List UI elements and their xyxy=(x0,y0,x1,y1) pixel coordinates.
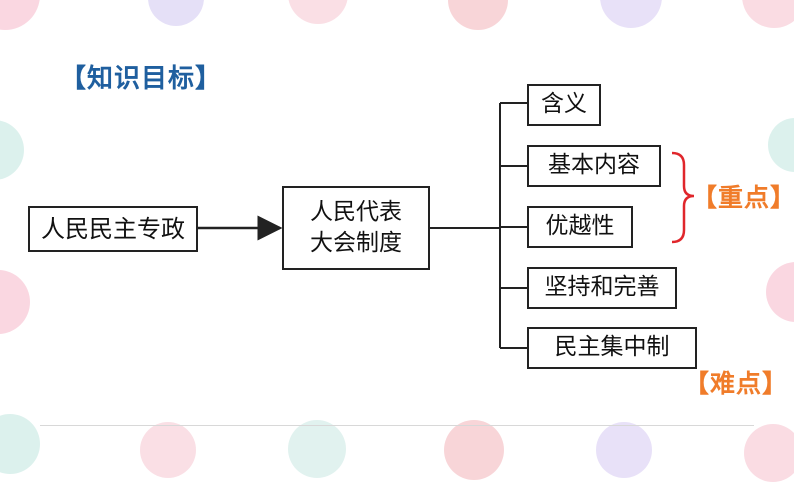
branch-box-basic-content: 基本内容 xyxy=(527,145,661,187)
connector-lines xyxy=(198,102,695,349)
brace-shape xyxy=(671,151,695,244)
page-title: 【知识目标】 xyxy=(60,64,223,94)
footer-divider xyxy=(40,425,754,426)
branch-box-democratic-centralism: 民主集中制 xyxy=(527,327,697,369)
box-peoples-democratic-dictatorship: 人民民主专政 xyxy=(28,206,198,252)
difficult-point-tag: 【难点】 xyxy=(684,369,789,398)
branch-box-superiority: 优越性 xyxy=(527,206,633,248)
branch-box-uphold-and-improve: 坚持和完善 xyxy=(527,267,677,309)
box-peoples-congress-system: 人民代表 大会制度 xyxy=(282,186,430,270)
mid-box-line1: 人民代表 xyxy=(310,198,402,225)
branch-box-meaning: 含义 xyxy=(527,84,601,126)
key-point-tag: 【重点】 xyxy=(692,183,794,212)
mid-box-line2: 大会制度 xyxy=(310,230,402,256)
